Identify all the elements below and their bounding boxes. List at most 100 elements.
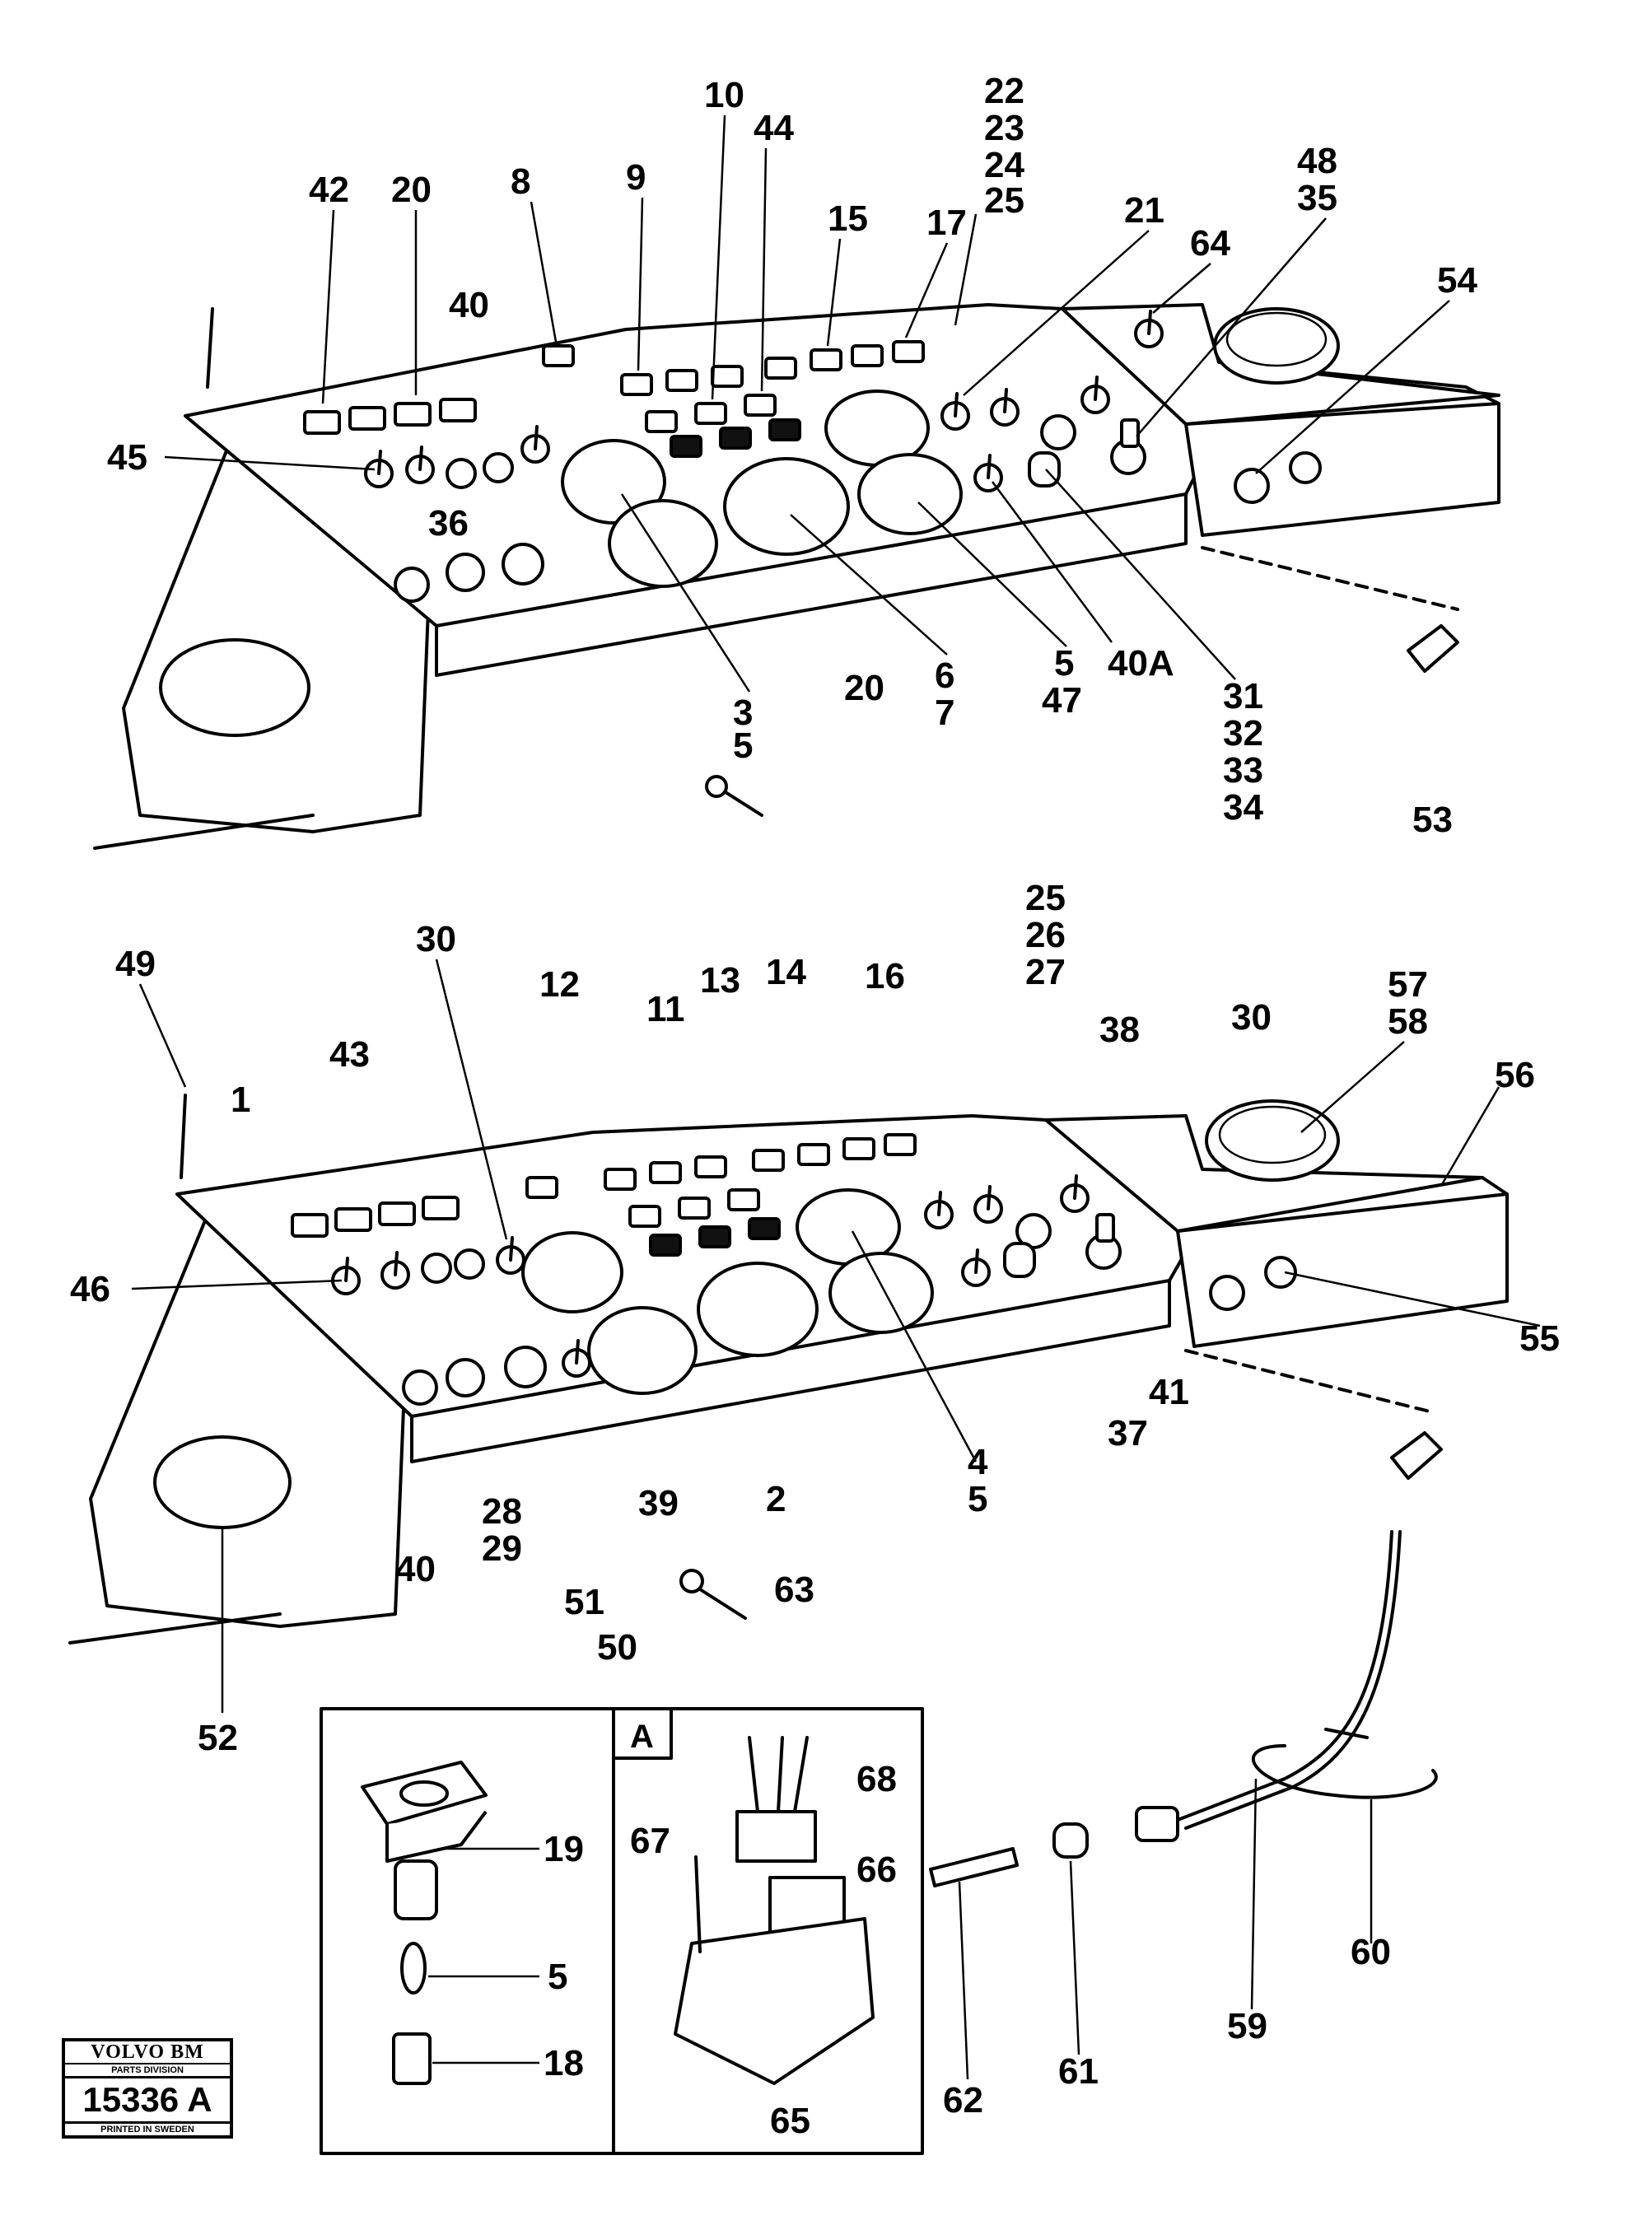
callout: 68 (856, 1759, 897, 1799)
lower-switch (678, 1197, 711, 1220)
leader (1440, 1086, 1500, 1187)
lower-lamp-28 (446, 1358, 485, 1397)
toggle-lever (987, 454, 992, 479)
lower-switch-11 (649, 1161, 682, 1184)
callout: 54 (1437, 260, 1477, 301)
lower-switch (422, 1196, 460, 1220)
lower-switch (378, 1201, 416, 1226)
leader (1069, 1860, 1080, 2055)
callout: 12 (539, 964, 580, 1005)
callout: 51 (564, 1582, 604, 1622)
toggle-lever (1003, 388, 1008, 413)
upper-gauge-6 (723, 457, 850, 556)
ignition-key-head (1095, 1213, 1115, 1243)
cable-tie-60 (1251, 1744, 1438, 1799)
leader (1255, 300, 1450, 474)
leader (991, 481, 1113, 643)
lower-lamp-39 (504, 1346, 547, 1388)
upper-screw-45 (206, 307, 214, 389)
upper-switch (764, 357, 797, 380)
callout: 20 (391, 170, 432, 210)
callout: 58 (1388, 1001, 1428, 1042)
lower-gauge-2 (587, 1306, 698, 1395)
leader (904, 242, 949, 338)
upper-pod-gauge (1213, 307, 1340, 385)
lower-switch-14 (752, 1149, 785, 1172)
upper-switch (394, 402, 432, 427)
speedo-cable-59-outer (1184, 1530, 1402, 1830)
callout: 1 (231, 1080, 250, 1120)
inset-panels: A (320, 1707, 924, 2155)
lamp-holder-body (385, 1810, 488, 1863)
leader-lines (131, 114, 1541, 2080)
lamp-holder-lens (399, 1780, 449, 1807)
upper-switch (665, 369, 698, 392)
callout: 22 (984, 71, 1024, 111)
lower-left-wing-edge (68, 1612, 282, 1645)
callout: 59 (1227, 2006, 1267, 2046)
stamp-division: PARTS DIVISION (65, 2064, 230, 2078)
lower-switch (525, 1176, 558, 1199)
callout: 39 (638, 1483, 679, 1523)
lower-screw-49 (180, 1094, 187, 1179)
callout: 15 (828, 198, 868, 239)
callouts-upper: 42 20 40 45 36 8 9 10 44 15 17 22 23 24 … (107, 71, 1477, 840)
callout: 66 (856, 1850, 897, 1890)
callout: 5 (548, 1957, 567, 1997)
lower-pod-gauge-face (1218, 1105, 1327, 1164)
cable-nut-59 (1135, 1806, 1179, 1842)
upper-panel (93, 303, 1500, 850)
callout: 38 (1099, 1010, 1140, 1050)
lower-panel-front (410, 1279, 1171, 1463)
toggle-lever (534, 425, 539, 450)
callout: 47 (1042, 680, 1082, 721)
upper-plug-53 (1407, 624, 1459, 673)
lower-switch (604, 1168, 637, 1191)
upper-switch (711, 365, 744, 388)
upper-gauge-2 (608, 499, 718, 588)
cable-tie-tail (1324, 1728, 1369, 1739)
callout: 48 (1297, 141, 1337, 181)
upper-knob-40A (1028, 451, 1061, 488)
toggle-lever (987, 1185, 992, 1211)
leader (321, 209, 335, 404)
upper-gauge-5 (857, 453, 963, 535)
callout: 21 (1124, 190, 1164, 231)
lower-panel (68, 1094, 1509, 1645)
toggle-lever (509, 1236, 514, 1262)
callout: 3 (733, 693, 753, 733)
lower-pod-gauge-57 (1205, 1099, 1340, 1182)
upper-left-wing-hole (159, 638, 310, 737)
upper-pod-socket (1289, 451, 1322, 484)
callout: 4 (968, 1442, 988, 1482)
callout: 57 (1388, 964, 1428, 1005)
upper-left-wing-edge (93, 814, 315, 850)
callout: 49 (115, 944, 156, 984)
upper-pod-top (1061, 303, 1500, 426)
leader (1045, 469, 1236, 680)
lower-switch (649, 1234, 682, 1257)
lower-switch-row (291, 1133, 917, 1257)
lower-lamp (454, 1248, 485, 1280)
lower-switch-16 (842, 1137, 875, 1160)
callout: 45 (107, 437, 147, 478)
upper-pod-gauge-face (1225, 311, 1328, 367)
lower-gauge (697, 1262, 819, 1357)
lower-gauge (521, 1231, 623, 1313)
leader (1152, 263, 1211, 314)
leader (1300, 1041, 1405, 1133)
lower-cable-dashed (1184, 1349, 1435, 1414)
lower-plug (1390, 1431, 1443, 1480)
volvo-bm-stamp: VOLVO BM PARTS DIVISION 15336 A PRINTED … (62, 2038, 233, 2139)
upper-lamp (502, 543, 544, 585)
upper-switch (645, 410, 678, 433)
callout: 44 (754, 108, 794, 148)
leader (1136, 217, 1327, 437)
upper-switch (851, 344, 884, 367)
upper-switch-15 (810, 348, 842, 371)
callout: 65 (770, 2101, 810, 2141)
lower-switch-43 (291, 1213, 329, 1238)
leader (917, 502, 1067, 647)
lower-switch (334, 1207, 372, 1232)
upper-panel-front (435, 492, 1188, 677)
